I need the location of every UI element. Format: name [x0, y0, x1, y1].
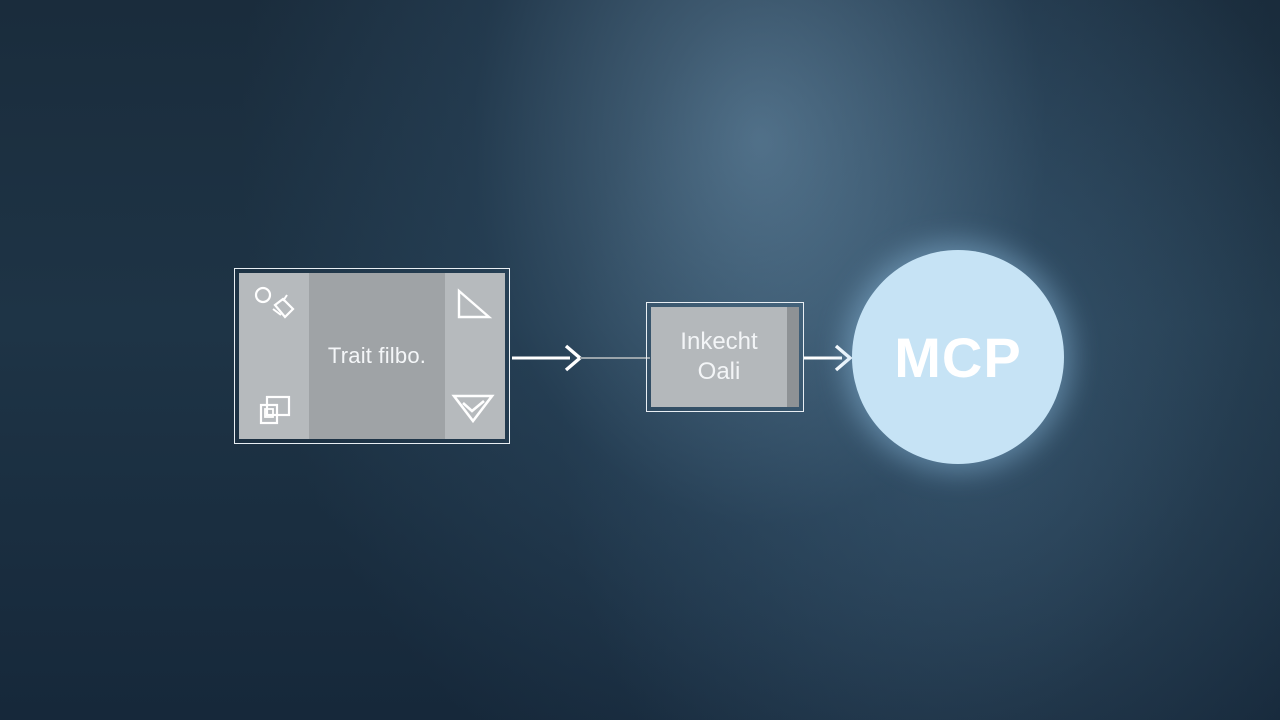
source-panel: Trait filbo. [234, 268, 510, 444]
middle-panel-line2: Oali [697, 358, 741, 385]
source-panel-right-column [445, 273, 505, 439]
source-panel-left-column [239, 273, 309, 439]
check-triangle-icon [451, 393, 495, 430]
mcp-label: MCP [894, 325, 1022, 389]
middle-panel-line1: Inkecht [680, 328, 758, 355]
connector-arrow-2 [804, 344, 853, 372]
connector-arrow-1 [512, 344, 650, 372]
source-panel-inner: Trait filbo. [239, 273, 505, 439]
middle-panel-inner: Inkecht Oali [651, 307, 799, 407]
window-overlap-icon [259, 395, 295, 432]
middle-panel-edge [787, 307, 799, 407]
right-triangle-icon [455, 287, 495, 328]
middle-panel: Inkecht Oali [646, 302, 804, 412]
middle-panel-body: Inkecht Oali [651, 307, 787, 407]
mcp-circle: MCP [852, 250, 1064, 464]
source-panel-label: Trait filbo. [309, 273, 445, 439]
circle-diamond-icon [253, 285, 303, 334]
